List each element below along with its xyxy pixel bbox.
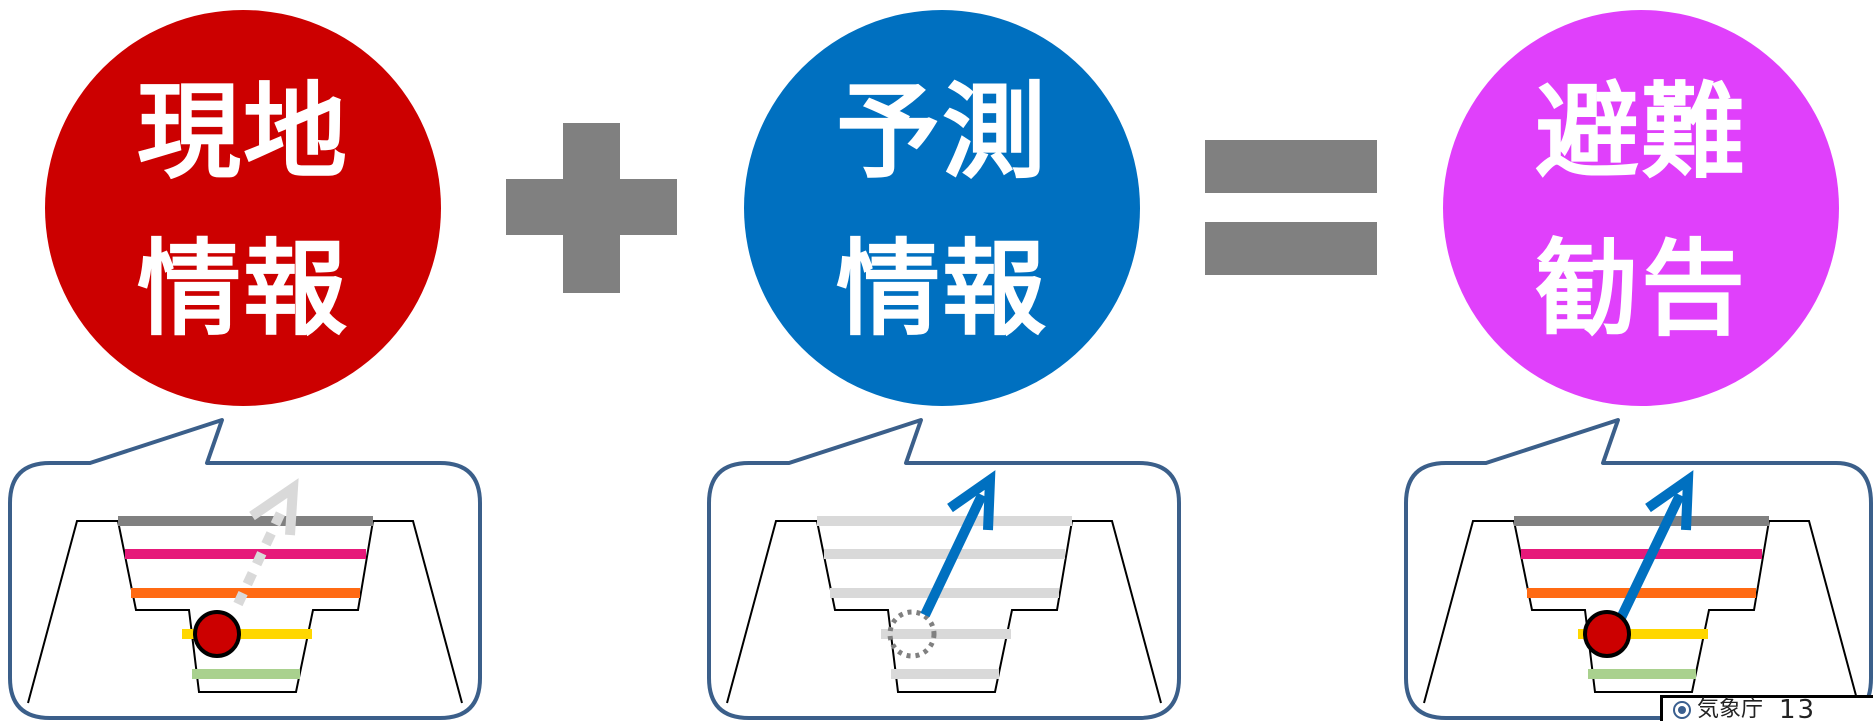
river-cross-section: [27, 520, 463, 704]
plus-horizontal-bar: [506, 179, 677, 235]
circle-current-info-line2: 情報: [137, 228, 349, 350]
water-level-marker-dotted: [887, 609, 937, 659]
circle-evacuation-advisory-line1: 避難: [1535, 71, 1747, 193]
river-cross-section: [1423, 520, 1859, 704]
plus-operator: [506, 123, 677, 293]
circle-forecast-info-line1: 予測: [836, 71, 1048, 193]
organization-name: 気象庁: [1697, 696, 1764, 722]
trend-arrow-dotted: [233, 505, 288, 607]
equals-bottom-bar: [1205, 222, 1377, 275]
jma-logo-icon: [1673, 700, 1691, 719]
callout-current: [8, 418, 482, 720]
equals-operator: [1205, 140, 1377, 275]
circle-current-info-bg: [45, 10, 441, 406]
footer-badge: 気象庁 13: [1660, 694, 1873, 725]
callout-evacuation: [1404, 418, 1873, 720]
callout-forecast: [707, 418, 1181, 720]
forecast-arrow: [1615, 492, 1685, 623]
forecast-arrow: [920, 492, 987, 618]
circle-forecast-info: 予測 情報: [744, 10, 1140, 406]
circle-evacuation-advisory: 避難 勧告: [1443, 10, 1839, 406]
water-level-marker: [193, 610, 241, 658]
callout-current-bubble: [8, 418, 482, 720]
equals-top-bar: [1205, 140, 1377, 193]
circle-current-info-line1: 現地: [137, 71, 349, 193]
circle-forecast-info-bg: [744, 10, 1140, 406]
circle-current-info: 現地 情報: [45, 10, 441, 406]
circle-evacuation-advisory-line2: 勧告: [1535, 228, 1747, 350]
circle-evacuation-advisory-bg: [1443, 10, 1839, 406]
river-cross-section: [726, 520, 1162, 704]
forecast-arrow-head: [1645, 470, 1694, 531]
trend-arrow-dotted-head: [249, 478, 299, 536]
page-number: 13: [1779, 694, 1817, 725]
water-level-marker: [1583, 610, 1631, 658]
forecast-arrow-head: [947, 470, 996, 531]
circle-forecast-info-line2: 情報: [836, 228, 1048, 350]
